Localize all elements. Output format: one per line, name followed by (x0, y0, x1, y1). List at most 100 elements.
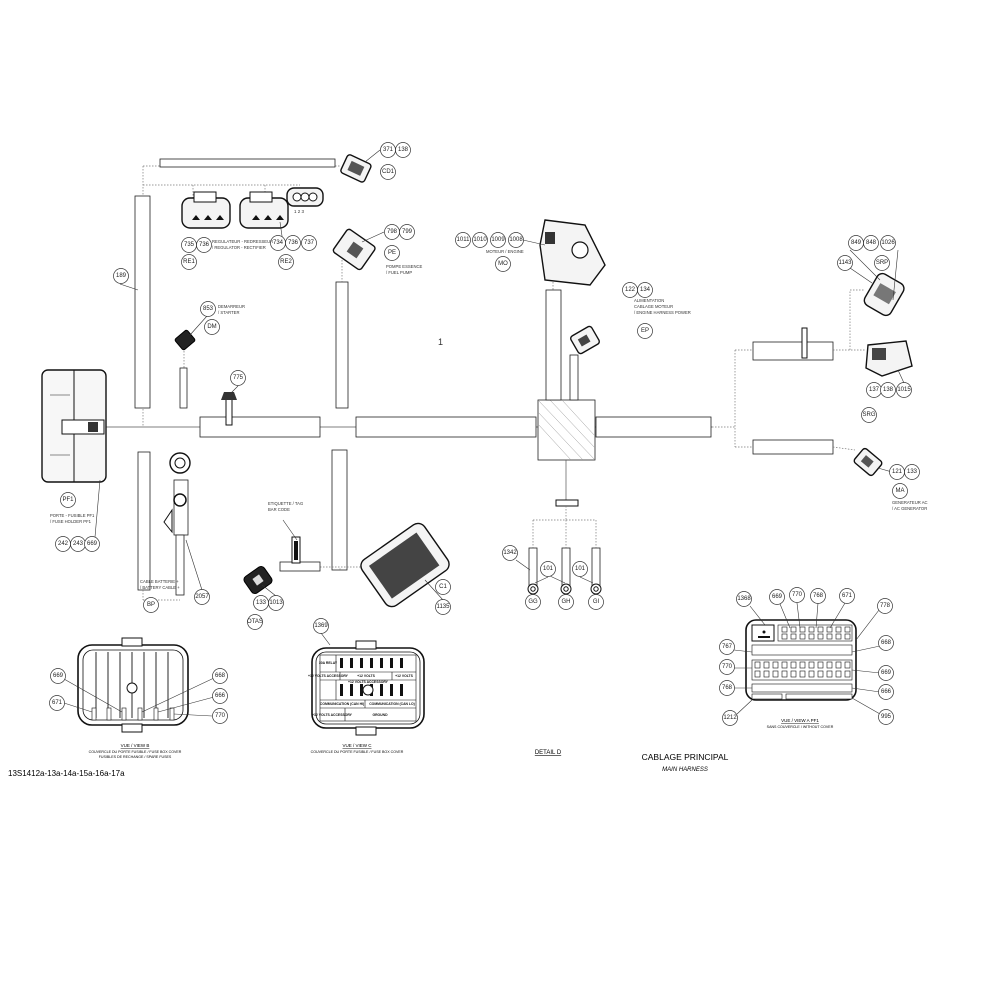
callout-balloon: GI (588, 594, 604, 610)
drawing-title: CABLAGE PRINCIPAL (642, 752, 729, 762)
callout-circle (878, 709, 894, 725)
harness-sleeve (159, 158, 336, 168)
callout-number: 1368 (737, 596, 751, 602)
callout-balloon: CD1 (380, 164, 396, 180)
callout-balloon: 1011 (455, 232, 471, 248)
callout-circle (525, 594, 541, 610)
fuse-cell: +12 VOLTS (395, 674, 413, 678)
fuse-slot (790, 626, 797, 633)
callout-circle (212, 668, 228, 684)
callout-balloon: 1369 (313, 618, 329, 634)
callout-circle (508, 232, 524, 248)
callout-number: 1015 (897, 387, 911, 393)
callout-balloon: 767 (719, 639, 735, 655)
view-a-fuse-holder: VUE / VIEW A PF1 SANS COUVERCLE / WITHOU… (733, 602, 881, 729)
callout-number: 768 (813, 593, 824, 599)
barcode (294, 541, 298, 560)
detail-d-label: DETAIL D (535, 750, 562, 756)
callout-number: 134 (640, 287, 651, 293)
callout-balloon: MA (892, 483, 908, 499)
connector-re1 (181, 191, 231, 229)
ring-terminal (590, 583, 602, 595)
callout-circle (380, 164, 396, 180)
callout-number: 736 (288, 240, 299, 246)
callout-circle (878, 684, 894, 700)
fuse-slot (790, 661, 797, 669)
callout-number: 189 (116, 273, 127, 279)
callout-number: 1013 (269, 600, 283, 606)
fuse-slot (799, 670, 806, 678)
callout-balloon: 799 (399, 224, 415, 240)
callout-circle (572, 561, 588, 577)
callout-number: 2057 (195, 594, 209, 600)
callout-number: MA (896, 488, 905, 494)
callout-balloon: 371 (380, 142, 396, 158)
connector-otas (243, 565, 273, 595)
callout-number: OTAS (247, 619, 263, 625)
annotation-label: CABLE BATTERIE + (140, 579, 179, 584)
callout-number: 669 (53, 673, 64, 679)
fuse-slot (763, 670, 770, 678)
callout-circle (194, 589, 210, 605)
callout-balloon: C1 (435, 579, 451, 595)
callout-circle (301, 235, 317, 251)
fuse-slot (781, 633, 788, 640)
fuse-cell: +12 VOLTS ACCESSORY (348, 680, 389, 684)
callout-balloon: 1009 (490, 232, 506, 248)
callout-number: CD1 (382, 169, 395, 175)
callout-circle (49, 695, 65, 711)
fuse-slot (808, 670, 815, 678)
callout-circle (588, 594, 604, 610)
callout-balloon: 1013 (268, 595, 284, 611)
callout-number: RE2 (280, 259, 292, 265)
callout-circle (719, 639, 735, 655)
callout-number: 669 (772, 594, 783, 600)
callout-balloon: RE2 (278, 254, 294, 270)
fuse-slot (799, 661, 806, 669)
callout-circle (395, 142, 411, 158)
callout-circle (769, 589, 785, 605)
callout-balloon: 666 (212, 688, 228, 704)
callout-circle (837, 255, 853, 271)
callout-number: 1212 (723, 715, 737, 721)
fuse-slot (835, 633, 842, 640)
callout-balloon: 138 (395, 142, 411, 158)
callout-balloon: 671 (49, 695, 65, 711)
harness-sleeve (335, 281, 349, 409)
callout-balloon: 848 (863, 235, 879, 251)
ground-wire (591, 547, 601, 587)
callout-balloon: 1368 (736, 591, 752, 607)
callout-balloon: EP (637, 323, 653, 339)
callout-circle (637, 282, 653, 298)
callout-number: 101 (575, 566, 586, 572)
callout-circle (60, 492, 76, 508)
callout-number: 995 (881, 714, 892, 720)
view-c-title: VUE / VIEW C (342, 743, 372, 748)
callout-number: 770 (722, 664, 733, 670)
callout-balloon: 770 (212, 708, 228, 724)
callout-number: 243 (73, 541, 84, 547)
callout-number: 799 (402, 229, 413, 235)
fuse-slot (790, 670, 797, 678)
callout-circle (455, 232, 471, 248)
callout-number: 138 (398, 147, 409, 153)
fuse-slot (781, 670, 788, 678)
annotation-label: / FUSE HOLDER PF1 (50, 519, 92, 524)
callout-number: GI (593, 599, 600, 605)
callout-balloon: SRP (874, 255, 890, 271)
fuse-cell: +12 VOLTS ACCESSORY (308, 674, 349, 678)
labels: REGULATEUR - REDRESSEUR/ REGULATOR - REC… (50, 209, 928, 590)
callout-balloon: MO (495, 256, 511, 272)
callout-balloon: 768 (719, 680, 735, 696)
ring-terminal (560, 583, 572, 595)
callout-balloon: 134 (637, 282, 653, 298)
fuse-slot (772, 661, 779, 669)
annotation-label: BAR CODE (268, 507, 290, 512)
annotation-label: CABLAGE MOTEUR (634, 304, 673, 309)
callout-circle (722, 710, 738, 726)
annotation-label: / STARTER (218, 310, 239, 315)
fuse-slot (790, 633, 797, 640)
callout-balloon: 133 (904, 464, 920, 480)
ground-wire (561, 547, 571, 587)
callout-circle (789, 587, 805, 603)
